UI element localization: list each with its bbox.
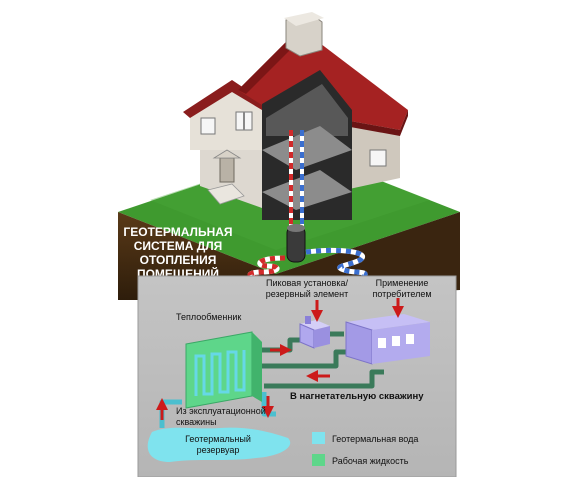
geothermal-reservoir [147, 427, 291, 462]
ground-loops [247, 247, 368, 281]
consumer-label-2: потребителем [372, 289, 431, 299]
house [183, 12, 408, 263]
pipe-to-injection [264, 369, 384, 389]
legend-label-fluid: Рабочая жидкость [332, 456, 409, 466]
wing-roof [183, 80, 268, 118]
peak-unit-label-1: Пиковая установка/ [266, 278, 348, 288]
consumer-building [345, 314, 430, 365]
reservoir-label-1: Геотермальный [185, 434, 251, 444]
consumer-body [345, 321, 373, 365]
legend: Геотермальная вода Рабочая жидкость [312, 432, 418, 466]
flow-arrows [156, 298, 404, 420]
floor-2 [262, 170, 352, 210]
peak-unit-label-2: резервный элемент [266, 289, 349, 299]
title-line-2: СИСТЕМА ДЛЯ [134, 239, 223, 253]
legend-swatch-fluid [312, 454, 325, 466]
reservoir-label-2: резервуар [197, 445, 240, 455]
production-well-label-2: скважины [176, 417, 217, 427]
consumer-label-1: Применение [376, 278, 429, 288]
legend-swatch-water [312, 432, 325, 444]
front-steps [207, 183, 245, 205]
heat-exchanger [185, 331, 262, 409]
pipe-return [262, 349, 350, 369]
side-window [369, 149, 387, 167]
exchanger-coil [194, 350, 246, 396]
system-title: ГЕОТЕРМАЛЬНАЯ СИСТЕМА ДЛЯ ОТОПЛЕНИЯ ПОМЕ… [123, 225, 232, 281]
production-well-label-1: Из эксплуатационной [176, 406, 266, 416]
legend-label-water: Геотермальная вода [332, 434, 418, 444]
floor-1 [262, 126, 352, 170]
exchanger-side [252, 332, 262, 402]
heat-exchanger-label: Теплообменник [176, 312, 241, 322]
reservoir-shape [147, 427, 291, 462]
title-line-3: ОТОПЛЕНИЯ [140, 253, 217, 267]
injection-well-label: В нагнетательную скважину [290, 391, 424, 402]
schematic-labels: Пиковая установка/ резервный элемент При… [176, 278, 432, 455]
front-door [219, 157, 235, 183]
door-canopy [212, 149, 242, 159]
title-line-1: ГЕОТЕРМАЛЬНАЯ [123, 225, 232, 239]
peak-unit [299, 316, 330, 349]
